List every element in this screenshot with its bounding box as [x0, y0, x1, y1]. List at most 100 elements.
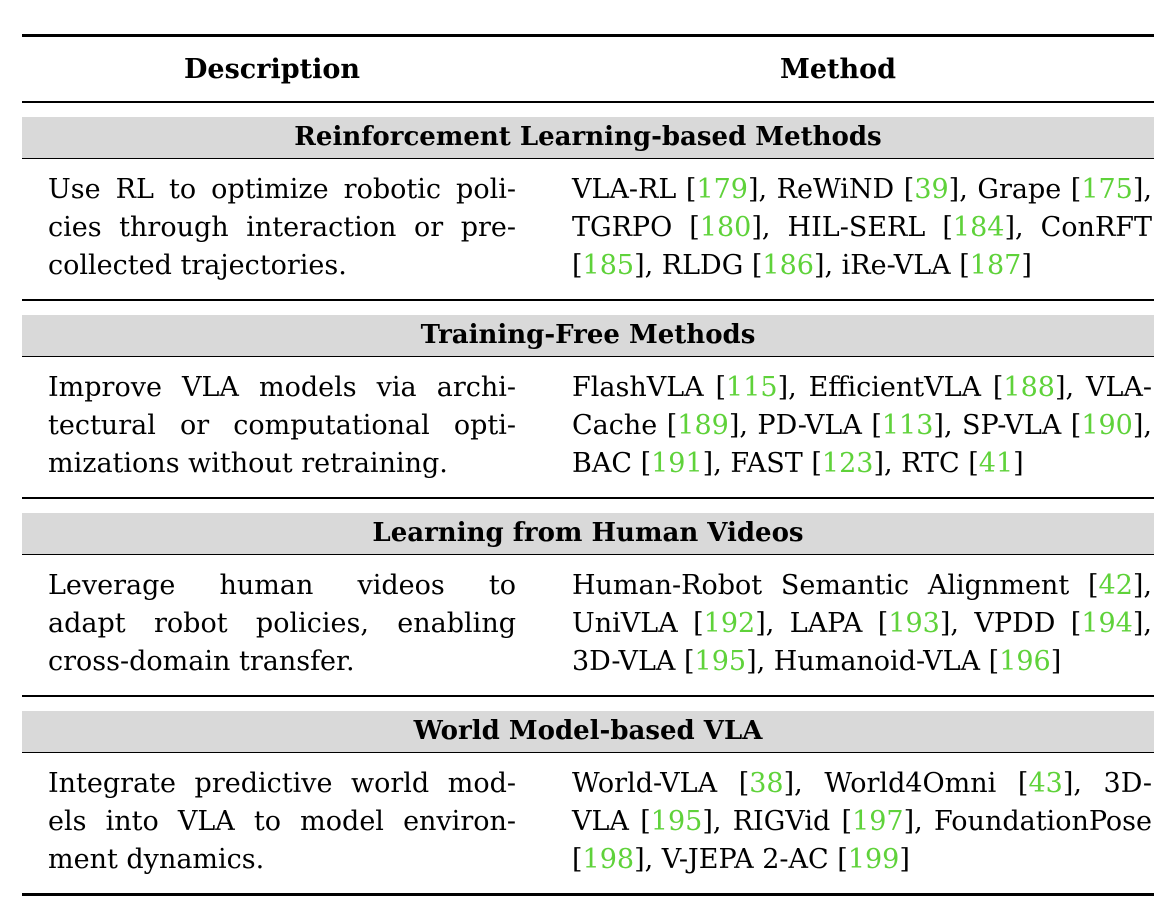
- method-text: ], HIL-SERL [: [751, 212, 953, 243]
- citation-link[interactable]: 39: [914, 174, 949, 205]
- method-text: 3D-VLA [: [572, 646, 695, 677]
- method-cell: VLA-RL [179], ReWiND [39], Grape [175],T…: [572, 171, 1152, 285]
- table-header: Description Method: [22, 37, 1154, 101]
- method-text: Cache [: [572, 410, 678, 441]
- description-line: tectural or computational opti-: [48, 410, 516, 441]
- method-text: ], World4Omni [: [783, 768, 1029, 799]
- method-text: ], LAPA [: [755, 608, 889, 639]
- method-line: FlashVLA [115], EfficientVLA [188], VLA-: [572, 369, 1152, 407]
- citation-link[interactable]: 199: [847, 844, 900, 875]
- citation-link[interactable]: 180: [699, 212, 752, 243]
- method-line: BAC [191], FAST [123], RTC [41]: [572, 445, 1152, 483]
- method-cell: World-VLA [38], World4Omni [43], 3D- VLA …: [572, 765, 1152, 879]
- citation-link[interactable]: 195: [650, 806, 703, 837]
- table: Description Method Reinforcement Learnin…: [22, 0, 1154, 896]
- section-title: Reinforcement Learning-based Methods: [22, 116, 1154, 158]
- method-text: VLA [: [572, 806, 651, 837]
- method-text: ],: [1132, 608, 1152, 639]
- method-text: World-VLA [: [572, 768, 750, 799]
- section-title: Learning from Human Videos: [22, 512, 1154, 554]
- citation-link[interactable]: 185: [582, 250, 635, 281]
- section-title: Training-Free Methods: [22, 314, 1154, 356]
- citation-link[interactable]: 198: [582, 844, 635, 875]
- method-text: ]: [1050, 646, 1062, 677]
- row-rule: [22, 695, 1154, 697]
- citation-link[interactable]: 193: [888, 608, 940, 639]
- method-text: ], RLDG [: [634, 250, 763, 281]
- method-text: ], SP-VLA [: [933, 410, 1082, 441]
- citation-link[interactable]: 189: [677, 410, 729, 441]
- method-text: [: [572, 250, 583, 281]
- method-text: ], EfficientVLA [: [777, 372, 1004, 403]
- method-text: ]: [1013, 448, 1024, 479]
- method-line: UniVLA [192], LAPA [193], VPDD [194],: [572, 605, 1152, 643]
- method-text: FlashVLA [: [572, 372, 727, 403]
- description-line: Integrate predictive world mod-: [48, 768, 516, 799]
- description-line: cies through interaction or pre-: [48, 212, 516, 243]
- method-text: ], FoundationPose: [903, 806, 1153, 837]
- citation-link[interactable]: 196: [999, 646, 1051, 677]
- method-text: ],: [1132, 570, 1152, 601]
- method-text: ], 3D-: [1062, 768, 1152, 799]
- citation-link[interactable]: 41: [978, 448, 1014, 479]
- citation-link[interactable]: 188: [1003, 372, 1055, 403]
- citation-link[interactable]: 187: [969, 250, 1022, 281]
- citation-link[interactable]: 194: [1081, 608, 1133, 639]
- description-line: els into VLA to model environ-: [48, 806, 516, 837]
- method-text: ], V-JEPA 2-AC [: [634, 844, 848, 875]
- method-text: ], PD-VLA [: [728, 410, 882, 441]
- method-text: ], FAST [: [702, 448, 822, 479]
- method-text: ]: [899, 844, 910, 875]
- citation-link[interactable]: 38: [749, 768, 784, 799]
- section-rule: [22, 751, 1154, 753]
- method-text: ], VPDD [: [939, 608, 1082, 639]
- citation-link[interactable]: 197: [852, 806, 904, 837]
- method-text: ], ReWiND [: [747, 174, 915, 205]
- method-text: ], ConRFT: [1004, 212, 1153, 243]
- citation-link[interactable]: 123: [821, 448, 874, 479]
- citation-link[interactable]: 113: [881, 410, 934, 441]
- description-cell: Use RL to optimize robotic poli-cies thr…: [48, 171, 516, 285]
- method-text: ],: [1132, 410, 1152, 441]
- method-text: [: [572, 844, 583, 875]
- table-row: Integrate predictive world mod-els into …: [22, 753, 1154, 893]
- citation-link[interactable]: 186: [762, 250, 814, 281]
- method-text: ],: [1132, 174, 1152, 205]
- citation-link[interactable]: 43: [1028, 768, 1063, 799]
- method-text: VLA-RL [: [572, 174, 697, 205]
- citation-link[interactable]: 195: [694, 646, 747, 677]
- row-rule: [22, 497, 1154, 499]
- citation-link[interactable]: 184: [952, 212, 1005, 243]
- method-cell: Human-Robot Semantic Alignment [42],UniV…: [572, 567, 1152, 681]
- description-line: Leverage human videos to: [48, 570, 516, 601]
- citation-link[interactable]: 175: [1081, 174, 1133, 205]
- method-line: TGRPO [180], HIL-SERL [184], ConRFT: [572, 209, 1152, 247]
- row-rule: [22, 299, 1154, 301]
- method-text: ], iRe-VLA [: [813, 250, 970, 281]
- method-text: ]: [1021, 250, 1032, 281]
- header-method: Method: [779, 53, 897, 85]
- citation-link[interactable]: 190: [1081, 410, 1133, 441]
- section-title: World Model-based VLA: [22, 710, 1154, 752]
- method-text: ], Humanoid-VLA [: [746, 646, 1000, 677]
- description-cell: Integrate predictive world mod-els into …: [48, 765, 516, 879]
- method-text: ], RIGVid [: [702, 806, 853, 837]
- citation-link[interactable]: 179: [696, 174, 748, 205]
- section-rule: [22, 157, 1154, 159]
- citation-link[interactable]: 115: [726, 372, 778, 403]
- section-rule: [22, 553, 1154, 555]
- citation-link[interactable]: 192: [703, 608, 756, 639]
- method-text: ], RTC [: [873, 448, 979, 479]
- top-rule: [22, 34, 1154, 37]
- description-line: collected trajectories.: [48, 250, 347, 281]
- description-line: Use RL to optimize robotic poli-: [48, 174, 516, 205]
- method-cell: FlashVLA [115], EfficientVLA [188], VLA-…: [572, 369, 1152, 483]
- citation-link[interactable]: 42: [1098, 570, 1133, 601]
- method-line: [198], V-JEPA 2-AC [199]: [572, 841, 1152, 879]
- bottom-rule: [22, 893, 1154, 896]
- header-description: Description: [184, 53, 360, 85]
- citation-link[interactable]: 191: [651, 448, 703, 479]
- method-line: 3D-VLA [195], Humanoid-VLA [196]: [572, 643, 1152, 681]
